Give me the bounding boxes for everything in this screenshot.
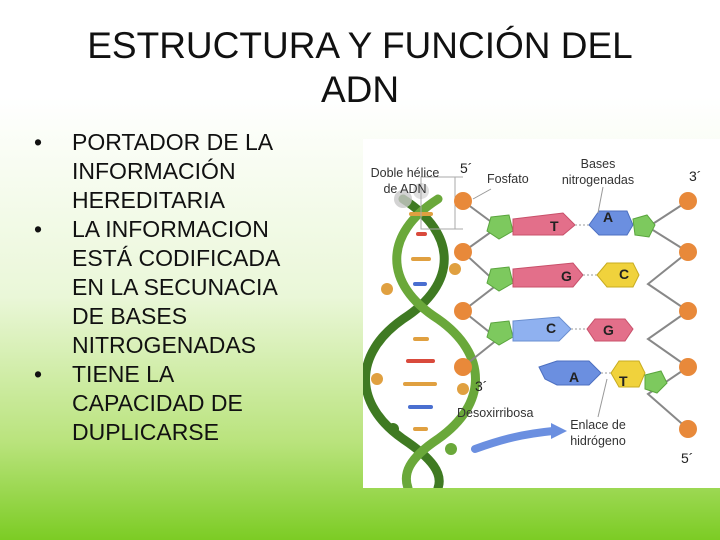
double-helix-illustration [363, 183, 480, 488]
base-left [538, 360, 602, 386]
base-right [586, 318, 634, 342]
sugar-pentagon [486, 320, 514, 346]
phosphate-node [679, 192, 697, 210]
label-3-bottom: 3´ [475, 378, 487, 394]
title-line-2: ADN [320, 69, 400, 110]
label-3-top: 3´ [689, 168, 701, 184]
bullet-dot-icon: • [34, 361, 43, 387]
title-line-1: ESTRUCTURA Y FUNCIÓN DEL [87, 25, 633, 66]
label-enlace-2: hidrógeno [570, 434, 626, 448]
bullet-text-line: INFORMACIÓN [72, 158, 236, 184]
label-fosfato: Fosfato [487, 172, 529, 186]
sugar-pentagon [486, 214, 514, 240]
base-label-left: G [561, 268, 572, 284]
phosphate-node [454, 302, 472, 320]
bullet-item: • PORTADOR DE LA INFORMACIÓN HEREDITARIA [34, 128, 354, 215]
label-bases-1: Bases [581, 157, 616, 171]
dna-figure: Doble hélice de ADN 5´ Fosfato Bases nit… [363, 139, 720, 488]
base-pair: T A [454, 192, 656, 240]
phosphate-node [679, 243, 697, 261]
bullet-text-line: ESTÁ CODIFICADA [72, 245, 281, 271]
sugar-pentagon [644, 370, 668, 394]
bullet-text-line: PORTADOR DE LA [72, 129, 274, 155]
phosphate-node [679, 358, 697, 376]
curved-arrow-icon [471, 427, 557, 453]
bullet-text-line: CAPACIDAD DE [72, 390, 243, 416]
phosphate-node [454, 192, 472, 210]
base-left [512, 212, 576, 236]
label-desoxirribosa: Desoxirribosa [457, 406, 533, 420]
base-label-right: A [603, 209, 613, 225]
phosphate-node [679, 420, 697, 438]
base-left [512, 262, 584, 288]
label-5-top: 5´ [460, 160, 472, 176]
bullet-text-line: NITROGENADAS [72, 332, 257, 358]
base-right [610, 360, 646, 388]
base-right [596, 262, 640, 288]
label-5-bottom: 5´ [681, 450, 693, 466]
bullet-dot-icon: • [34, 216, 43, 242]
label-bases-2: nitrogenadas [562, 173, 634, 187]
bullet-item: • TIENE LA CAPACIDAD DE DUPLICARSE [34, 360, 354, 447]
base-right [588, 210, 634, 236]
phosphate-node [679, 302, 697, 320]
base-left [512, 316, 572, 342]
slide-title: ESTRUCTURA Y FUNCIÓN DEL ADN [0, 24, 720, 112]
bullet-text-line: DUPLICARSE [72, 419, 219, 445]
base-label-left: T [550, 218, 559, 234]
bullet-text-line: DE BASES [72, 303, 188, 329]
label-enlace-1: Enlace de [570, 418, 626, 432]
base-label-left: C [546, 320, 556, 336]
phosphate-node [454, 243, 472, 261]
bullet-text-line: LA INFORMACION [72, 216, 269, 242]
arrow-head-icon [551, 423, 567, 439]
sugar-pentagon [632, 214, 656, 238]
bullet-list: • PORTADOR DE LA INFORMACIÓN HEREDITARIA… [34, 128, 354, 447]
bullet-text-line: EN LA SECUNACIA [72, 274, 278, 300]
base-label-right: T [619, 373, 628, 389]
base-pair: G C [454, 243, 697, 292]
base-label-left: A [569, 369, 579, 385]
base-pair: C G [454, 302, 697, 346]
bullet-text-line: TIENE LA [72, 361, 175, 387]
base-label-right: C [619, 266, 629, 282]
base-label-right: G [603, 322, 614, 338]
base-pair: A T [454, 358, 697, 394]
phosphate-node [454, 358, 472, 376]
bullet-text-line: HEREDITARIA [72, 187, 225, 213]
bullet-dot-icon: • [34, 129, 43, 155]
dna-diagram: Doble hélice de ADN 5´ Fosfato Bases nit… [363, 157, 701, 488]
bullet-item: • LA INFORMACION ESTÁ CODIFICADA EN LA S… [34, 215, 354, 360]
label-doble-helice-1: Doble hélice [371, 166, 440, 180]
sugar-pentagon [486, 266, 514, 292]
label-doble-helice-2: de ADN [383, 182, 426, 196]
